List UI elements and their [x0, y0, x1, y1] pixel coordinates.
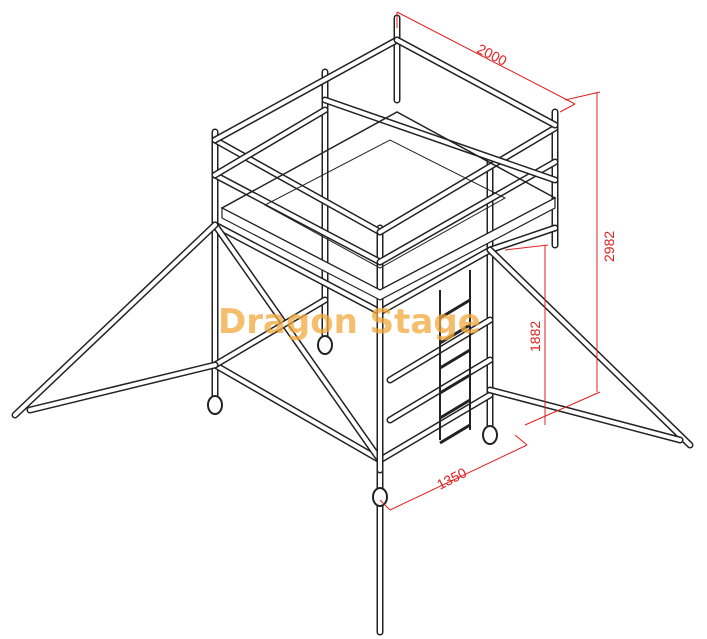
dimension-2982: 2982 [524, 91, 617, 426]
tube [488, 388, 682, 442]
castor-wheels [207, 335, 498, 507]
tube [378, 248, 492, 314]
tube [213, 363, 382, 462]
platform [220, 111, 557, 301]
tube [378, 160, 557, 264]
ladder-rung [439, 398, 471, 420]
dimension-length-label: 2000 [475, 40, 510, 68]
dimension-platform-height-label: 1882 [527, 321, 543, 352]
tube [213, 108, 327, 177]
ladder-rung [439, 423, 471, 445]
ladder-rungs [439, 298, 471, 445]
tube [488, 226, 557, 252]
ladder-rung [439, 373, 471, 395]
ladder-rung [439, 298, 471, 320]
dimension-width-label: 1350 [434, 464, 469, 492]
castor-wheel [372, 487, 388, 507]
tube [488, 248, 692, 447]
tube [213, 173, 382, 264]
tube [395, 38, 557, 127]
tube [213, 223, 382, 314]
tube [323, 98, 557, 182]
tube [213, 223, 382, 462]
tube [213, 38, 399, 142]
tube [378, 126, 557, 234]
watermark: Dragon Stage [218, 302, 481, 342]
tube [378, 393, 492, 462]
dimension-2000: 2000 [396, 11, 576, 113]
castor-wheel [317, 335, 333, 355]
castor-wheel [207, 395, 223, 415]
ladder-rung [439, 348, 471, 370]
dimension-1882: 1882 [504, 244, 549, 425]
ladder-rung [439, 323, 471, 345]
tube [28, 363, 217, 412]
scaffold-frame [11, 14, 694, 636]
tube [213, 298, 327, 367]
castor-wheel [482, 425, 498, 445]
dimension-total-height-label: 2982 [601, 231, 617, 262]
tube [13, 223, 217, 417]
